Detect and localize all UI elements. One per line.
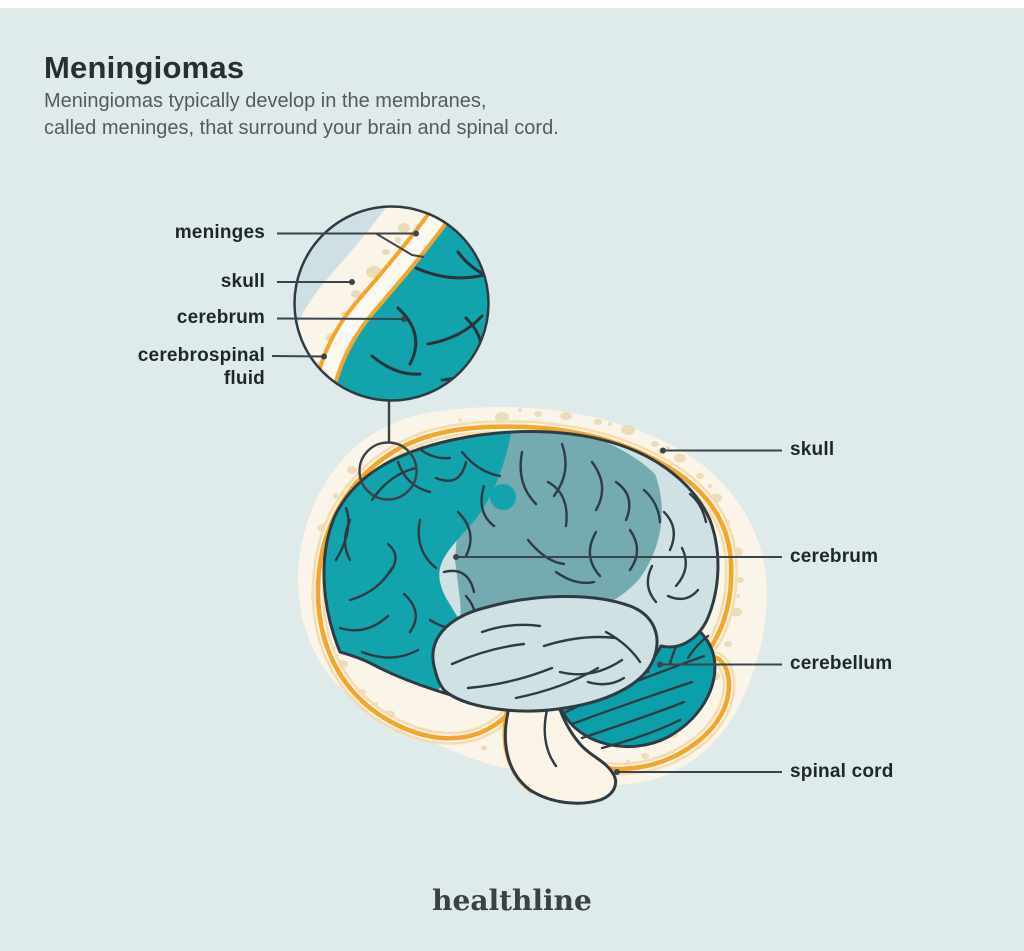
inset-circle-outline [293,205,490,402]
temporal-lobe-shape [431,594,659,713]
inset-label-cerebrospinal-fluid: cerebrospinal fluid [138,344,265,390]
brain-label-skull: skull [790,439,835,460]
top-white-strip [0,0,1024,8]
page-subtitle: Meningiomas typically develop in the mem… [44,88,559,142]
frontal-lobe-teal-bump [490,484,516,510]
page-title: Meningiomas [44,50,245,85]
brain-label-cerebrum: cerebrum [790,546,879,567]
inset-label-meninges: meninges [174,222,265,243]
magnifier-circle-icon [358,441,418,501]
leader-lines [271,230,782,775]
inset-label-skull: skull [220,271,265,292]
temporal-gyri-lines [450,623,642,700]
brain-label-spinal-cord: spinal cord [790,761,894,782]
page-subtitle-line1: Meningiomas typically develop in the mem… [44,90,487,112]
inset-label-csf-line1: cerebrospinal [137,345,265,366]
brain-label-cerebellum: cerebellum [790,653,893,674]
spinal-cord-shape [502,702,617,805]
brain-illustration [297,401,767,805]
healthline-logo: healthline [432,884,592,917]
inset-label-cerebrum: cerebrum [176,307,265,328]
inset-label-csf-line2: fluid [223,368,265,389]
inset-skull-layer [295,207,435,388]
page-subtitle-line2: called meninges, that surround your brai… [44,117,559,139]
inset-csf-layer [315,207,452,398]
